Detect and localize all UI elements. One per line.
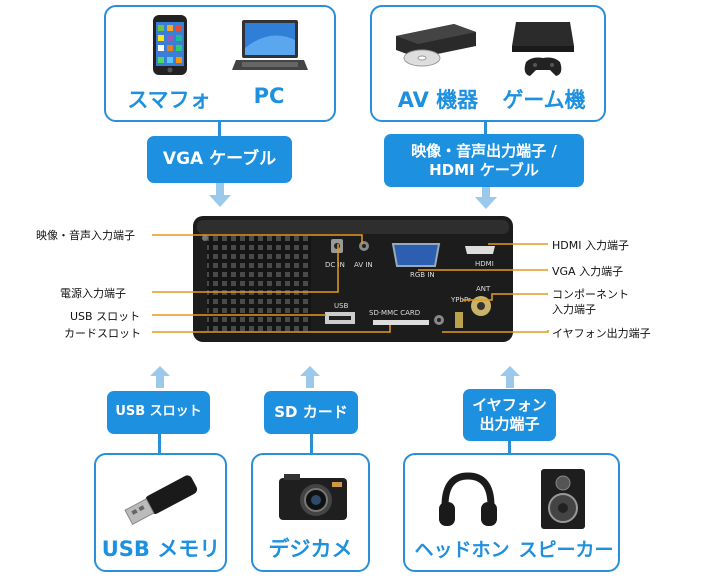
vga-cable-text: VGA ケーブル	[162, 148, 277, 169]
down-arrow-left	[209, 183, 231, 207]
hdmi-cable-text-1: 映像・音声出力端子 /	[411, 141, 557, 160]
usb-slot-label: USB スロット	[107, 391, 210, 434]
port-label-power: 電源入力端子	[60, 287, 126, 300]
usb-stick-icon	[120, 470, 202, 528]
panel-text-dcin: DC IN	[325, 261, 345, 269]
hdmi-cable-text-2: HDMI ケーブル	[429, 160, 539, 179]
device-label-smartphone: スマフォ	[127, 88, 211, 112]
top-right-connector	[484, 122, 487, 136]
port-label-av-input: 映像・音声入力端子	[36, 229, 135, 242]
down-arrow-right	[475, 187, 497, 209]
port-label-usb: USB スロット	[70, 310, 141, 323]
port-label-component: コンポーネント	[552, 288, 629, 301]
sd-card-text: SD カード	[274, 403, 348, 422]
earphone-out-text-2: 出力端子	[479, 415, 540, 433]
laptop-icon	[232, 18, 308, 76]
up-arrow-sd	[300, 366, 320, 388]
connector-sd	[310, 434, 313, 453]
device-label-av: AV 機器	[397, 88, 479, 112]
device-label-speaker: スピーカー	[518, 539, 614, 561]
up-arrow-usb	[150, 366, 170, 388]
vga-cable-label: VGA ケーブル	[147, 136, 292, 183]
port-label-card: カードスロット	[64, 327, 141, 340]
panel-text-avin: AV IN	[354, 261, 373, 269]
panel-text-ypbpr: YPbPr	[451, 296, 471, 304]
device-label-pc: PC	[253, 84, 285, 108]
camera-icon	[278, 472, 348, 522]
earphone-out-text-1: イヤフォン	[472, 396, 547, 415]
device-label-headphones: ヘッドホン	[414, 539, 510, 561]
port-label-component-2: 入力端子	[552, 303, 596, 316]
projector-back-panel	[193, 216, 515, 344]
usb-memory-box	[94, 453, 227, 572]
connector-ear	[508, 441, 511, 453]
panel-text-rgbin: RGB IN	[410, 271, 435, 279]
smartphone-icon	[152, 14, 188, 76]
device-label-digital-camera: デジカメ	[268, 537, 353, 561]
earphone-out-label: イヤフォン 出力端子	[463, 389, 556, 441]
up-arrow-ear	[500, 366, 520, 388]
dvd-player-icon	[394, 22, 478, 70]
hdmi-cable-label: 映像・音声出力端子 / HDMI ケーブル	[384, 134, 584, 187]
panel-text-hdmi: HDMI	[475, 260, 494, 268]
connector-usb	[158, 434, 161, 453]
game-console-icon	[508, 18, 578, 80]
top-left-connector	[218, 122, 221, 136]
panel-text-ant: ANT	[476, 285, 491, 293]
port-label-hdmi: HDMI 入力端子	[552, 239, 629, 252]
device-label-game: ゲーム機	[502, 88, 586, 112]
port-label-vga: VGA 入力端子	[552, 265, 624, 278]
device-label-usb-memory: USB メモリ	[101, 537, 221, 561]
headphones-icon	[437, 472, 499, 528]
panel-text-usb: USB	[334, 302, 349, 310]
port-label-earphone: イヤフォン出力端子	[552, 327, 651, 340]
sd-card-label: SD カード	[264, 391, 358, 434]
speaker-icon	[539, 468, 587, 530]
panel-text-card: SD·MMC CARD	[369, 309, 421, 317]
usb-slot-text: USB スロット	[115, 404, 202, 420]
